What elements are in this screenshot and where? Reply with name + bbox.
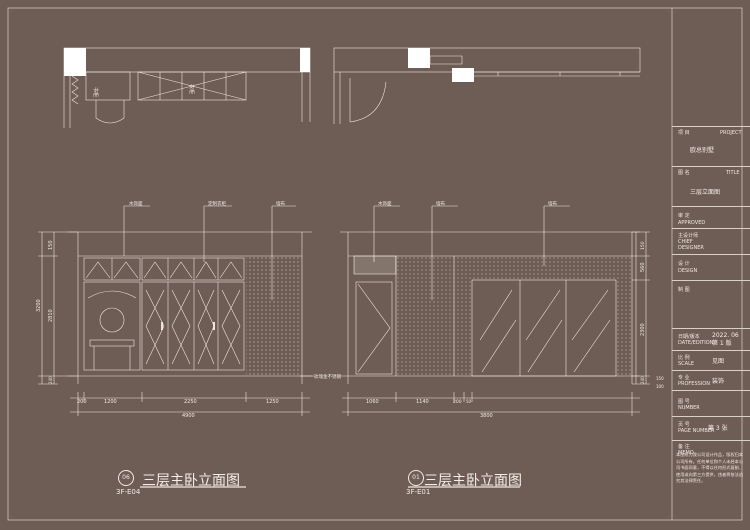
right-dim-2: 1140 xyxy=(416,399,429,405)
tb-prof-en: PROFESSION xyxy=(678,381,710,387)
tb-scale-cn: 比 例 xyxy=(678,355,690,361)
tb-date: 日期/版本 DATE/EDITION 2022. 06 第 1 版 xyxy=(672,328,750,351)
plan-label-bookcase: 书柜 xyxy=(92,87,99,97)
tb-approved-cn: 审 定 xyxy=(678,213,690,219)
tb-scale-en: SCALE xyxy=(678,361,695,367)
tb-title: 图 名 TITLE 三层立面图 xyxy=(672,166,750,207)
left-dim-side-3: 150 xyxy=(48,240,54,250)
tb-chief-en1: CHIEF xyxy=(678,239,693,245)
tb-scale-value: 见图 xyxy=(712,358,725,365)
caption-title-left: 三层主卧立面图 xyxy=(142,473,240,489)
sheet-border xyxy=(7,7,743,521)
tb-design-en: DESIGN xyxy=(678,268,698,274)
tb-prof-cn: 专 业 xyxy=(678,375,690,381)
tb-title-label-en: TITLE xyxy=(726,170,740,176)
right-callout-1: 木饰面 xyxy=(378,200,392,207)
tb-approved: 审 定 APPROVED xyxy=(672,206,750,229)
tb-project: 项 目 PROJECT 欧总别墅 xyxy=(672,126,750,167)
tb-chief: 主设计师 CHIEF DESIGNER xyxy=(672,228,750,255)
left-dim-2: 1200 xyxy=(104,399,117,405)
elevation-left xyxy=(38,205,314,416)
tb-page-value: 第 3 张 xyxy=(708,425,728,432)
tb-memo-en: MEMO xyxy=(678,450,694,456)
tb-page-en: PAGE NUMBER xyxy=(678,428,715,434)
tb-number-en: NUMBER xyxy=(678,405,700,411)
right-dim-1: 1060 xyxy=(366,399,379,405)
title-block: 项 目 PROJECT 欧总别墅 图 名 TITLE 三层立面图 审 定 APP… xyxy=(672,0,750,529)
right-dim-4: 50 xyxy=(466,399,472,404)
left-dim-side-1: 3200 xyxy=(36,299,42,312)
plan-right xyxy=(333,47,641,124)
right-dim-side-2: 2300 xyxy=(640,323,646,336)
right-dim-side-1: 560 xyxy=(640,262,646,272)
tb-design: 设 计 DESIGN xyxy=(672,254,750,281)
tb-page-cn: 页 号 xyxy=(678,422,690,428)
tb-memo-cn: 备 注 xyxy=(678,444,690,450)
right-callout-3: 墙布 xyxy=(548,200,557,207)
elevation-right xyxy=(340,205,650,416)
right-dim-side-4: 240 xyxy=(640,376,645,384)
tb-draw-cn: 制 图 xyxy=(678,287,690,293)
left-dim-side-4: 240 xyxy=(48,376,53,384)
caption-code-right: 3F-E01 xyxy=(406,488,431,496)
tb-number-cn: 图 号 xyxy=(678,399,690,405)
tb-chief-cn: 主设计师 xyxy=(678,233,699,239)
tb-date-value: 2022. 06 xyxy=(712,332,739,339)
tb-number: 图 号 NUMBER xyxy=(672,390,750,417)
tb-prof-value: 装饰 xyxy=(712,378,725,385)
tb-profession: 专 业 PROFESSION 装饰 xyxy=(672,370,750,391)
tb-date-en: DATE/EDITION xyxy=(678,340,714,346)
left-dim-3: 2250 xyxy=(184,399,197,405)
tb-project-label-en: PROJECT xyxy=(720,130,742,136)
left-callout-1: 木饰面 xyxy=(129,200,143,207)
tb-project-value: 欧总别墅 xyxy=(690,147,715,154)
left-callout-2: 定制衣柜 xyxy=(208,200,226,207)
caption-title-right: 三层主卧立面图 xyxy=(424,473,522,489)
tb-date-cn: 日期/版本 xyxy=(678,334,700,340)
left-dim-total: 4900 xyxy=(182,413,195,419)
right-dim-side-3: 150 xyxy=(640,241,646,250)
tb-approved-en: APPROVED xyxy=(678,220,706,226)
tb-title-value: 三层立面图 xyxy=(690,189,721,196)
tb-scale: 比 例 SCALE 见图 xyxy=(672,350,750,371)
left-callout-3: 墙布 xyxy=(276,200,285,207)
tb-page: 页 号 PAGE NUMBER 第 3 张 xyxy=(672,416,750,441)
plan-label-wardrobe: 衣柜 xyxy=(188,84,195,94)
right-callout-2: 墙布 xyxy=(436,200,445,207)
tb-project-label-cn: 项 目 xyxy=(678,130,690,136)
left-note: 玫瑰金不锈钢 xyxy=(314,373,341,380)
tb-edition-value: 第 1 版 xyxy=(712,340,732,347)
left-dim-1: 200 xyxy=(77,399,87,405)
caption-number-left: 06 xyxy=(118,470,134,486)
right-dim-3: 200 xyxy=(453,399,462,405)
plan-left xyxy=(63,47,311,128)
tb-title-label-cn: 图 名 xyxy=(678,170,690,176)
tb-memo: 备 注 MEMO xyxy=(672,440,750,530)
memo-text: 本图纸为我公司设计作品，版权归本公司所有。任何单位和个人未经本公司书面同意，不得… xyxy=(676,452,744,483)
left-dim-side-2: 2810 xyxy=(48,309,54,322)
right-dim-side-6: 100 xyxy=(656,384,664,389)
left-dim-4: 1250 xyxy=(266,399,279,405)
tb-chief-en2: DESIGNER xyxy=(678,245,704,251)
tb-design-cn: 设 计 xyxy=(678,261,690,267)
caption-code-left: 3F-E04 xyxy=(116,488,141,496)
tb-draw: 制 图 xyxy=(672,280,750,329)
caption-number-right: 01 xyxy=(408,470,424,486)
right-dim-side-5: 150 xyxy=(656,376,664,381)
right-dim-total: 3800 xyxy=(480,413,493,419)
